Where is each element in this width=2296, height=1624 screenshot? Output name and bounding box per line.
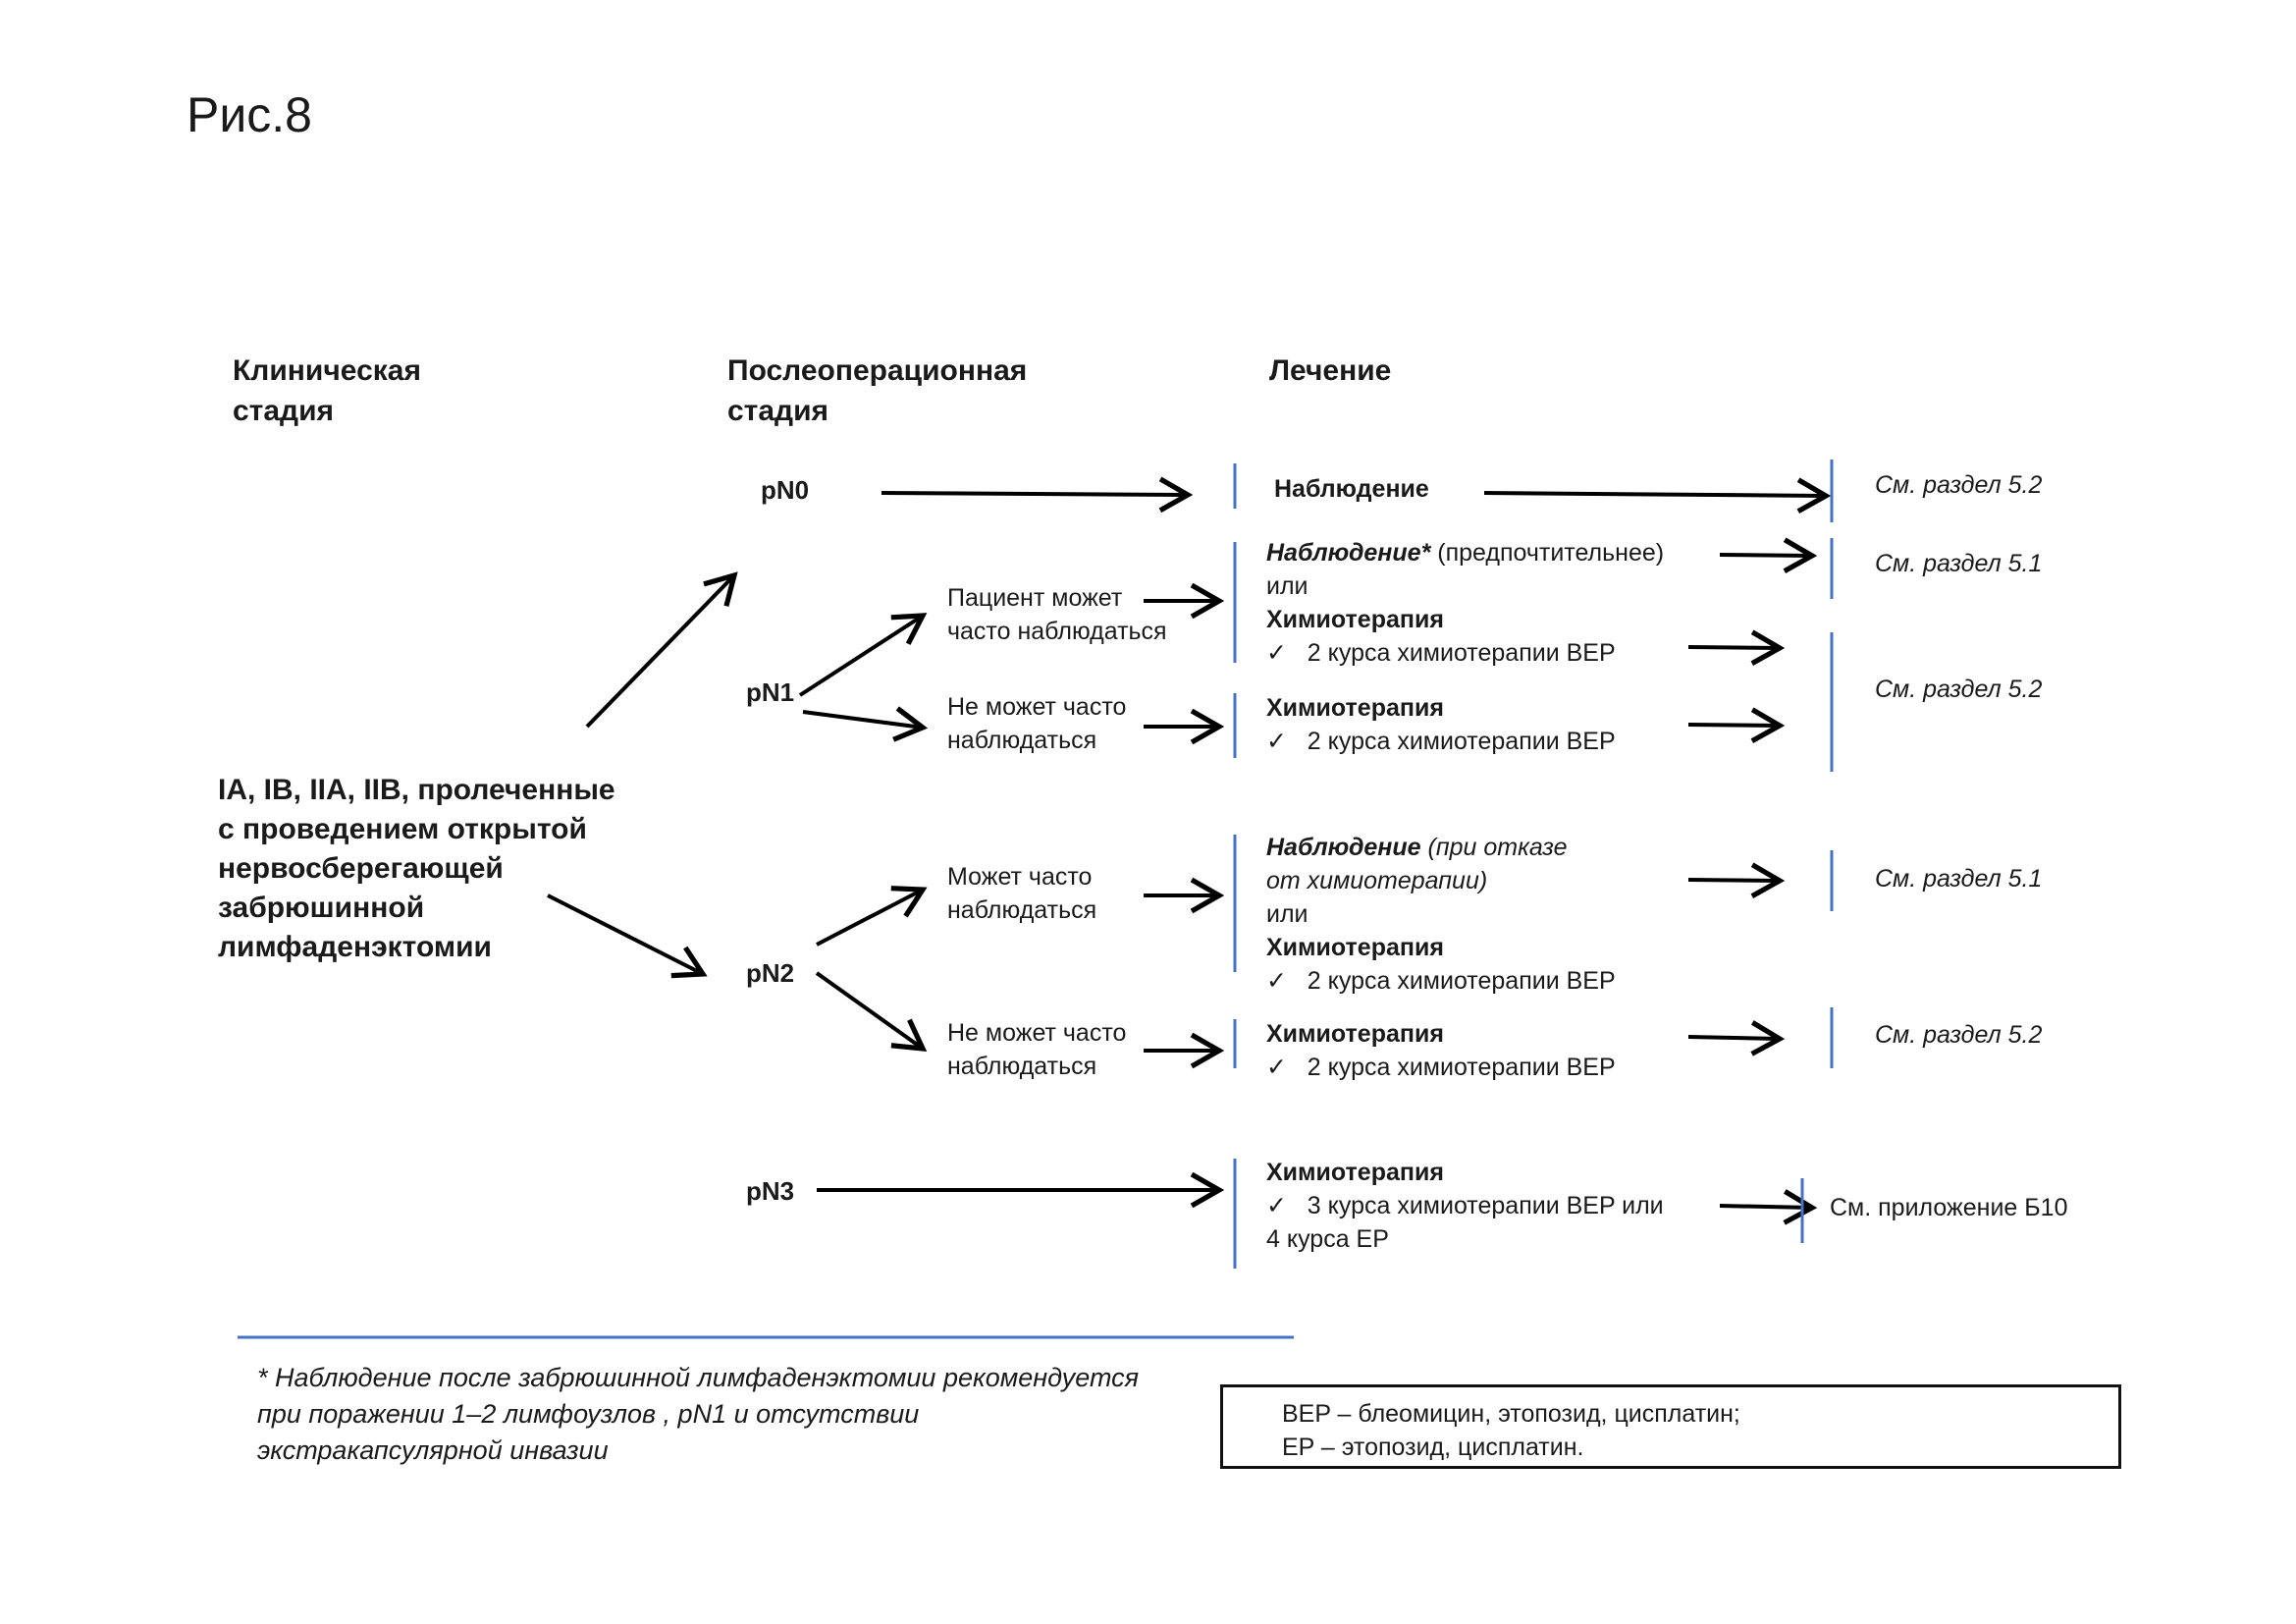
check-icon: ✓ <box>1266 967 1287 995</box>
arrow-pn1-obs-to-ref <box>1719 537 1818 573</box>
arrow-pn1-chemo-to-ref <box>1687 629 1786 666</box>
stage-pn3: pN3 <box>746 1176 795 1206</box>
condition-line: наблюдаться <box>947 896 1097 924</box>
treatment-pn3: Химиотерапия ✓ 3 курса химиотерапии BEP … <box>1266 1156 1664 1256</box>
condition-line: наблюдаться <box>947 1053 1097 1080</box>
header-postop-stage: Послеоперационная стадия <box>727 351 1027 431</box>
course-text: 2 курса химиотерапии BEP <box>1307 639 1616 667</box>
reference-pn0: См. раздел 5.2 <box>1875 471 2043 499</box>
treatment-course-cont: 4 курса EP <box>1266 1225 1389 1253</box>
treatment-chemo: Химиотерапия <box>1266 606 1444 633</box>
clinical-line: IA, IB, IIA, IIB, пролеченные <box>218 774 615 806</box>
reference-pn2-observation: См. раздел 5.1 <box>1875 865 2043 893</box>
header-treatment: Лечение <box>1269 354 1392 387</box>
footnote: * Наблюдение после забрюшинной лимфаденэ… <box>257 1360 1139 1469</box>
header-clinical-line2: стадия <box>233 395 335 427</box>
treatment-note: (при отказе <box>1420 834 1568 861</box>
treatment-course: ✓ 2 курса химиотерапии BEP <box>1266 725 1616 758</box>
condition-pn1-can-observe: Пациент может часто наблюдаться <box>947 581 1167 648</box>
stage-pn1: pN1 <box>746 677 795 707</box>
treatment-course: ✓ 2 курса химиотерапии BEP <box>1266 636 1664 670</box>
treatment-course: ✓ 3 курса химиотерапии BEP или <box>1266 1189 1664 1222</box>
arrow-pn1-cannot-chemo-to-ref <box>1687 707 1786 743</box>
treatment-pn2-cannot: Химиотерапия ✓ 2 курса химиотерапии BEP <box>1266 1017 1616 1084</box>
treatment-pn2-can: Наблюдение (при отказе от химиотерапии) … <box>1266 831 1616 998</box>
condition-line: Не может часто <box>947 1019 1127 1047</box>
header-postop-line1: Послеоперационная <box>727 354 1028 387</box>
course-text: 3 курса химиотерапии BEP или <box>1307 1192 1664 1219</box>
stage-pn2: pN2 <box>746 958 795 988</box>
clinical-line: забрюшинной <box>218 892 425 924</box>
treatment-or: или <box>1266 900 1308 928</box>
treatment-chemo: Химиотерапия <box>1266 1020 1444 1048</box>
treatment-or: или <box>1266 572 1308 600</box>
check-icon: ✓ <box>1266 1192 1287 1219</box>
check-icon: ✓ <box>1266 728 1287 755</box>
treatment-note: (предпочтительнее) <box>1430 539 1665 567</box>
treatment-pn1-cannot: Химиотерапия ✓ 2 курса химиотерапии BEP <box>1266 691 1616 758</box>
figure-label: Рис.8 <box>187 87 312 142</box>
treatment-line: Наблюдение (при отказе <box>1266 831 1616 864</box>
condition-pn1-cannot-observe: Не может часто наблюдаться <box>947 690 1126 757</box>
legend-line: EP – этопозид, цисплатин. <box>1282 1434 1584 1461</box>
footnote-line: экстракапсулярной инвазии <box>257 1435 609 1465</box>
course-text: 2 курса химиотерапии BEP <box>1307 728 1616 755</box>
footnote-line: * Наблюдение после забрюшинной лимфаденэ… <box>257 1363 1140 1392</box>
arrow-clinical-to-pn0 <box>585 571 738 729</box>
arrow-observation-to-ref <box>1483 477 1832 514</box>
arrow-pn1-to-cannot <box>802 706 929 742</box>
treatment-chemo: Химиотерапия <box>1266 694 1444 722</box>
legend-line: BEP – блеомицин, этопозид, цисплатин; <box>1282 1400 1740 1428</box>
clinical-stage-text: IA, IB, IIA, IIB, пролеченные с проведен… <box>218 771 615 967</box>
treatment-observation: Наблюдение <box>1266 834 1421 861</box>
arrow-pn3-tx-to-ref <box>1719 1189 1818 1225</box>
condition-line: наблюдаться <box>947 727 1097 754</box>
treatment-observation: Наблюдение* <box>1266 539 1431 567</box>
treatment-course: ✓ 2 курса химиотерапии BEP <box>1266 1051 1616 1084</box>
condition-pn2-can-observe: Может часто наблюдаться <box>947 860 1096 927</box>
abbreviation-legend: BEP – блеомицин, этопозид, цисплатин; EP… <box>1220 1384 2121 1469</box>
condition-line: Пациент может <box>947 584 1123 612</box>
arrow-pn2-chemo-to-ref <box>1687 1020 1786 1056</box>
header-postop-line2: стадия <box>727 395 829 427</box>
clinical-line: нервосберегающей <box>218 852 504 885</box>
reference-pn2-chemo: См. раздел 5.2 <box>1875 1021 2043 1049</box>
header-clinical-stage: Клиническая стадия <box>233 351 421 431</box>
course-text: 2 курса химиотерапии BEP <box>1307 1054 1616 1081</box>
arrow-clinical-to-pn2 <box>547 893 708 979</box>
arrow-pn0-to-observation <box>881 476 1194 514</box>
clinical-line: с проведением открытой <box>218 813 587 845</box>
treatment-course: ✓ 2 курса химиотерапии BEP <box>1266 964 1616 998</box>
header-clinical-line1: Клиническая <box>233 354 421 387</box>
reference-pn1-observation: См. раздел 5.1 <box>1875 550 2043 577</box>
treatment-chemo: Химиотерапия <box>1266 934 1444 961</box>
check-icon: ✓ <box>1266 639 1287 667</box>
treatment-line: Наблюдение* (предпочтительнее) <box>1266 536 1664 569</box>
condition-line: Не может часто <box>947 693 1127 721</box>
check-icon: ✓ <box>1266 1054 1287 1081</box>
treatment-pn0: Наблюдение <box>1274 472 1429 506</box>
treatment-chemo: Химиотерапия <box>1266 1159 1444 1186</box>
treatment-note: от химиотерапии) <box>1266 867 1488 894</box>
course-text: 2 курса химиотерапии BEP <box>1307 967 1616 995</box>
condition-pn2-cannot-observe: Не может часто наблюдаться <box>947 1016 1126 1083</box>
stage-pn0: pN0 <box>761 475 810 505</box>
reference-pn3: См. приложение Б10 <box>1830 1194 2068 1221</box>
arrow-pn2-to-cannot <box>815 971 928 1053</box>
condition-line: часто наблюдаться <box>947 618 1167 645</box>
treatment-pn1-can: Наблюдение* (предпочтительнее) или Химио… <box>1266 536 1664 670</box>
arrow-pn1-to-can <box>798 613 928 697</box>
arrow-pn2-to-can <box>816 886 928 947</box>
condition-line: Может часто <box>947 863 1093 891</box>
arrow-pn2-obs-to-ref <box>1687 862 1786 898</box>
footnote-line: при поражении 1–2 лимфоузлов , pN1 и отс… <box>257 1399 920 1429</box>
reference-pn1-chemo: См. раздел 5.2 <box>1875 676 2043 703</box>
clinical-line: лимфаденэктомии <box>218 931 492 963</box>
treatment-observation: Наблюдение <box>1274 475 1429 503</box>
